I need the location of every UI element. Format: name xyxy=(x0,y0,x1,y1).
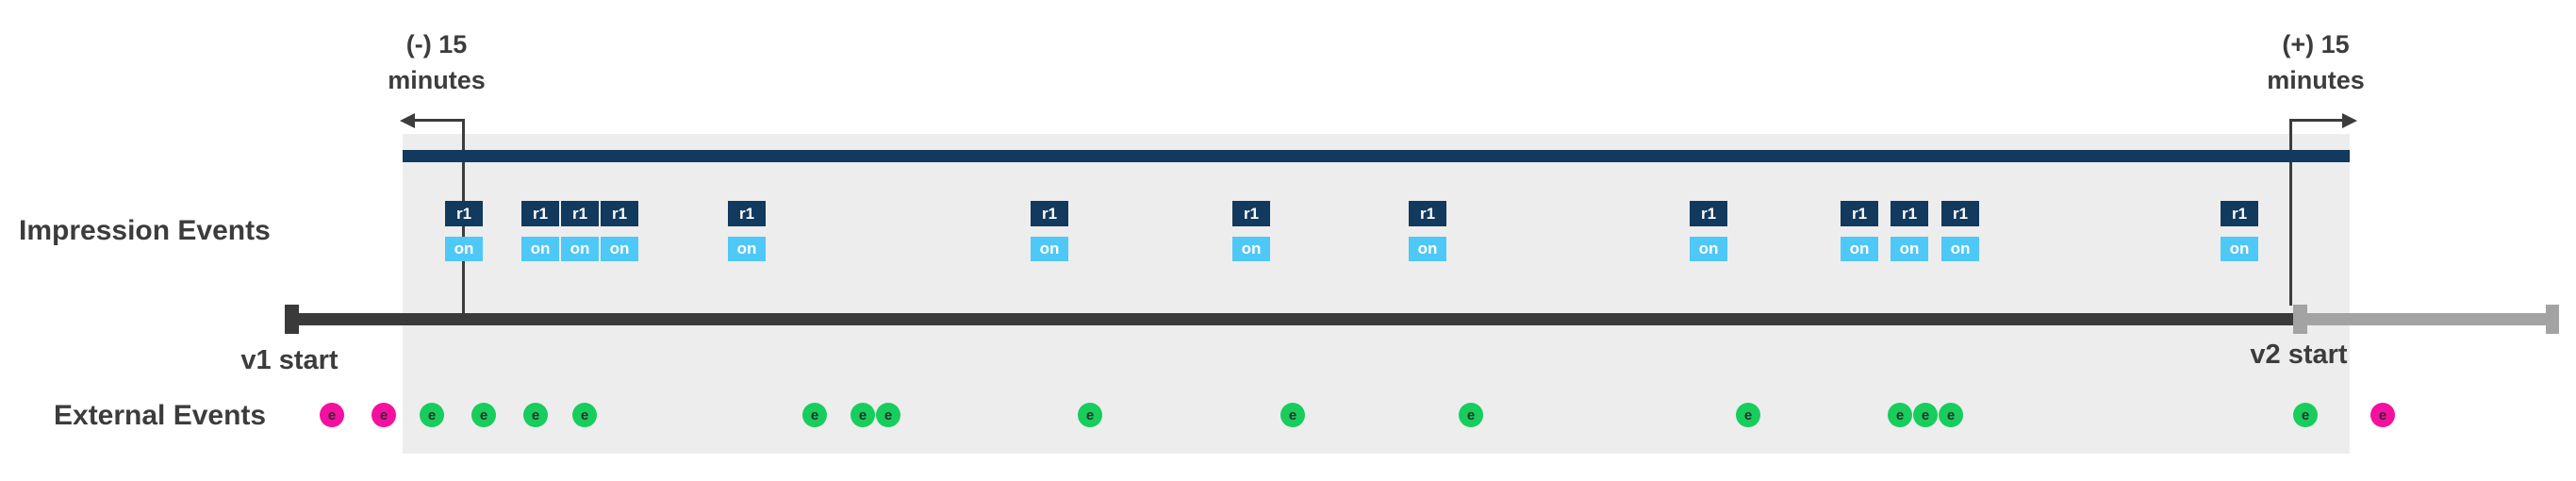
external-event-dot-magenta: e xyxy=(2370,403,2395,427)
impression-events-label: Impression Events xyxy=(19,215,271,246)
external-event-dot-green: e xyxy=(1888,403,1912,427)
impression-marker-on: on xyxy=(1841,237,1878,261)
post-window-marker-line xyxy=(2289,119,2292,306)
external-event-dot-green: e xyxy=(523,403,548,427)
impression-marker-on: on xyxy=(1031,237,1068,261)
pre-window-label: (-) 15 minutes xyxy=(333,26,540,98)
impression-marker-r1: r1 xyxy=(601,201,638,226)
impression-marker-r1: r1 xyxy=(521,201,559,226)
external-event-dot-green: e xyxy=(1280,403,1305,427)
external-event-dot-green: e xyxy=(876,403,900,427)
v1-start-label: v1 start xyxy=(240,345,339,375)
external-event-dot-green: e xyxy=(1939,403,1963,427)
timeline-end-cap xyxy=(2546,305,2559,334)
post-window-label-line1: (+) 15 xyxy=(2282,30,2350,58)
left-arrow-icon xyxy=(400,113,415,128)
external-event-dot-green: e xyxy=(1736,403,1760,427)
pre-window-arrow-line xyxy=(413,119,464,122)
v2-timeline-bar xyxy=(2307,313,2546,325)
right-arrow-icon xyxy=(2342,113,2357,128)
post-window-arrow-line xyxy=(2291,119,2342,122)
v1-timeline-bar xyxy=(285,313,2294,325)
impression-marker-on: on xyxy=(2221,237,2258,261)
impression-marker-r1: r1 xyxy=(1409,201,1446,226)
impression-marker-on: on xyxy=(728,237,766,261)
external-event-dot-green: e xyxy=(1913,403,1938,427)
campaign-duration-bar xyxy=(403,150,2350,162)
external-event-dot-green: e xyxy=(471,403,496,427)
impression-marker-r1: r1 xyxy=(561,201,599,226)
impression-marker-r1: r1 xyxy=(728,201,766,226)
external-event-dot-magenta: e xyxy=(372,403,396,427)
impression-marker-on: on xyxy=(601,237,638,261)
pre-window-label-line1: (-) 15 xyxy=(405,30,468,58)
impression-marker-on: on xyxy=(1690,237,1727,261)
post-window-label: (+) 15 minutes xyxy=(2212,26,2419,98)
impression-marker-r1: r1 xyxy=(1941,201,1979,226)
impression-marker-on: on xyxy=(1891,237,1928,261)
v2-start-cap xyxy=(2293,305,2307,334)
external-events-label: External Events xyxy=(54,400,267,431)
impression-marker-on: on xyxy=(1232,237,1270,261)
impression-marker-r1: r1 xyxy=(1690,201,1727,226)
impression-marker-on: on xyxy=(1409,237,1446,261)
observation-window-panel xyxy=(403,134,2350,454)
external-event-dot-green: e xyxy=(850,403,875,427)
impression-marker-on: on xyxy=(1941,237,1979,261)
impression-marker-r1: r1 xyxy=(2221,201,2258,226)
pre-window-label-line2: minutes xyxy=(388,66,486,94)
external-event-dot-green: e xyxy=(2293,403,2318,427)
impression-marker-r1: r1 xyxy=(445,201,483,226)
impression-marker-on: on xyxy=(521,237,559,261)
impression-marker-r1: r1 xyxy=(1232,201,1270,226)
external-event-dot-green: e xyxy=(1459,403,1483,427)
impression-marker-on: on xyxy=(445,237,483,261)
impression-marker-r1: r1 xyxy=(1891,201,1928,226)
impression-marker-on: on xyxy=(561,237,599,261)
external-event-dot-magenta: e xyxy=(320,403,344,427)
external-event-dot-green: e xyxy=(802,403,827,427)
impression-marker-r1: r1 xyxy=(1031,201,1068,226)
external-event-dot-green: e xyxy=(572,403,597,427)
post-window-label-line2: minutes xyxy=(2267,66,2365,94)
external-event-dot-green: e xyxy=(1078,403,1102,427)
external-event-dot-green: e xyxy=(420,403,444,427)
impression-marker-r1: r1 xyxy=(1841,201,1878,226)
v2-start-label: v2 start xyxy=(2250,340,2348,370)
